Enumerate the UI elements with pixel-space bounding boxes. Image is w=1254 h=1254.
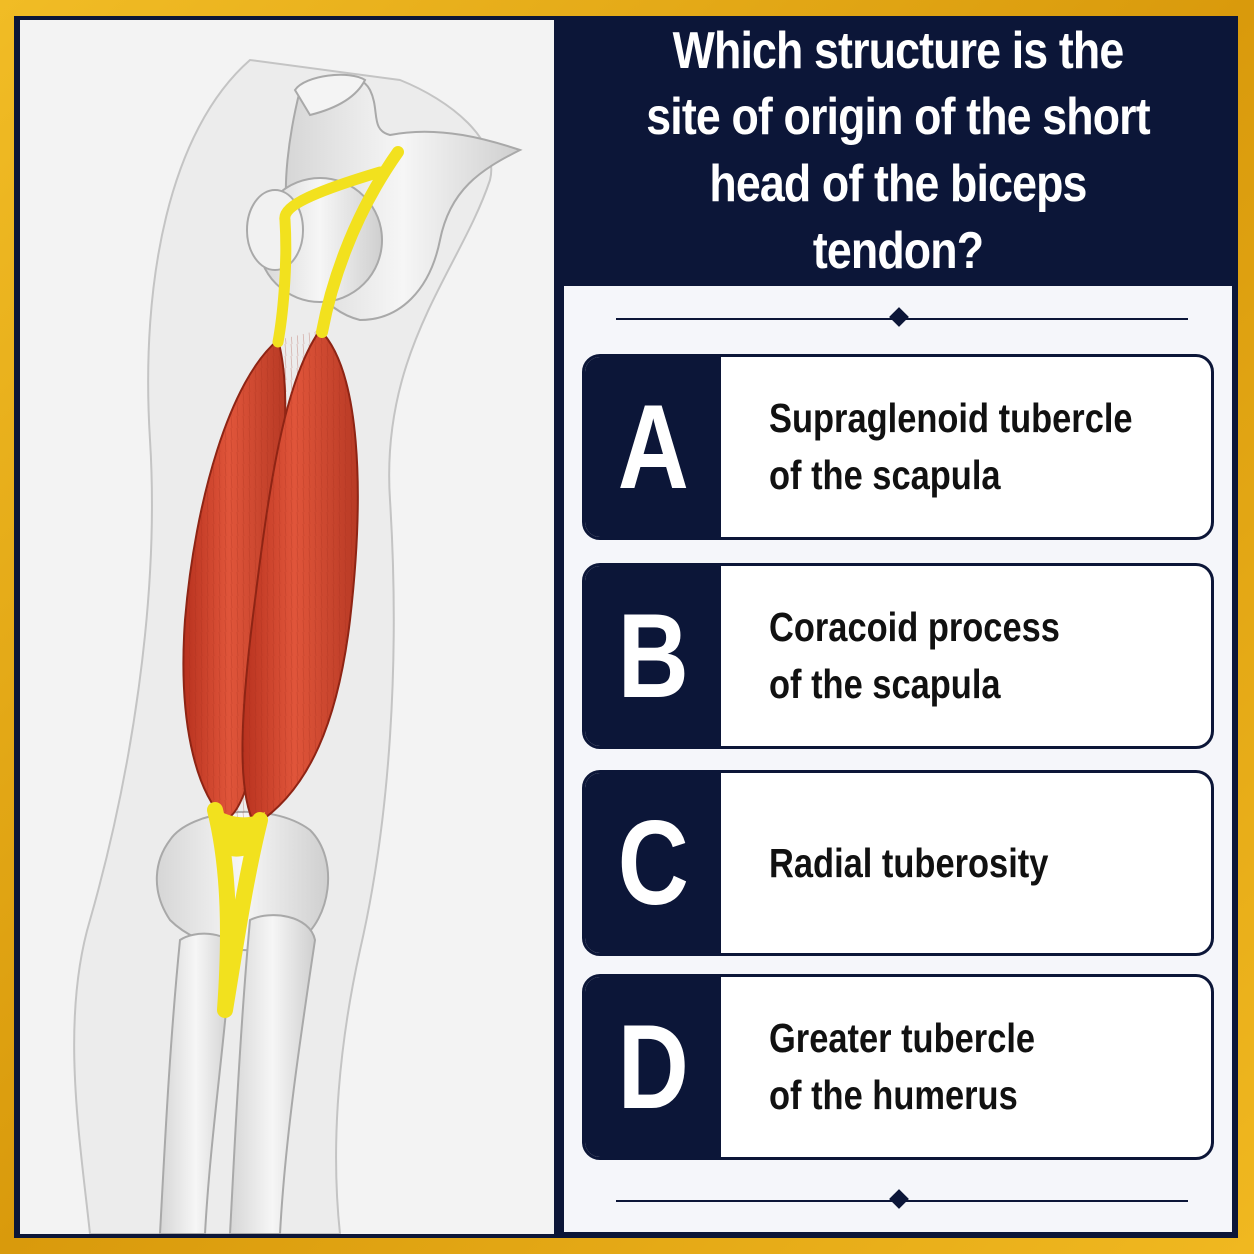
answer-option-a[interactable]: A Supraglenoid tubercle of the scapula xyxy=(582,354,1214,540)
question-line-1: Which structure is the xyxy=(672,21,1125,80)
option-letter-box: A xyxy=(585,357,721,537)
diamond-ornament-icon xyxy=(889,307,909,327)
question-text: Which structure is the site of origin of… xyxy=(640,18,1156,284)
option-letter-box: B xyxy=(585,566,721,746)
quiz-panel: Which structure is the site of origin of… xyxy=(562,20,1234,1234)
option-text-line-1: Radial tuberosity xyxy=(769,839,1049,886)
question-line-3: head of the biceps tendon? xyxy=(709,155,1087,280)
option-text-line-2: of the scapula xyxy=(769,452,1001,498)
option-letter-box: D xyxy=(585,977,721,1157)
option-text-line-1: Coracoid process xyxy=(769,604,1060,651)
option-text-line-1: Supraglenoid tubercle xyxy=(769,395,1133,442)
ulna-bone xyxy=(228,914,317,1234)
option-text: Supraglenoid tubercle of the scapula xyxy=(769,357,1133,537)
acromion-bone xyxy=(293,73,367,117)
option-text: Radial tuberosity xyxy=(769,773,1130,953)
bottom-divider xyxy=(616,1189,1188,1209)
question-line-2: site of origin of the short xyxy=(646,88,1150,147)
biceps-arm-illustration xyxy=(73,58,523,1234)
option-letter: D xyxy=(617,1000,689,1134)
option-letter: C xyxy=(617,796,689,930)
option-text-line-1: Greater tubercle xyxy=(769,1015,1036,1062)
option-text: Greater tubercle of the humerus xyxy=(769,977,1130,1157)
diamond-ornament-icon xyxy=(889,1189,909,1209)
option-letter: B xyxy=(617,589,689,723)
top-divider xyxy=(616,307,1188,327)
long-head-tendon xyxy=(272,166,386,348)
answer-option-b[interactable]: B Coracoid process of the scapula xyxy=(582,563,1214,749)
short-head-tendon xyxy=(316,146,404,338)
muscle-fibers xyxy=(183,330,358,825)
answer-option-d[interactable]: D Greater tubercle of the humerus xyxy=(582,974,1214,1160)
option-letter: A xyxy=(617,380,689,514)
option-text: Coracoid process of the scapula xyxy=(769,566,1130,746)
option-letter-box: C xyxy=(585,773,721,953)
tendon-muscle-junction xyxy=(210,805,265,857)
question-header: Which structure is the site of origin of… xyxy=(562,20,1234,282)
answer-option-c[interactable]: C Radial tuberosity xyxy=(582,770,1214,956)
option-text-line-2: of the humerus xyxy=(769,1072,1018,1118)
illustration-panel xyxy=(20,20,554,1234)
answers-area: A Supraglenoid tubercle of the scapula B… xyxy=(564,286,1232,1232)
option-text-line-2: of the scapula xyxy=(769,661,1001,707)
